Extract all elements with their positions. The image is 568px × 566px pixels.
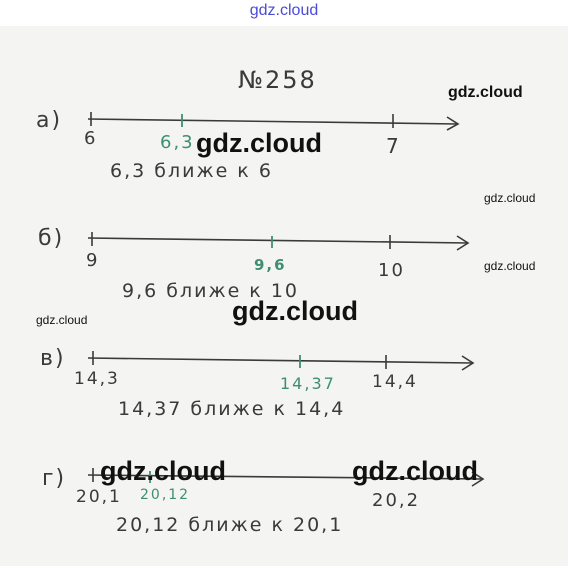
part-b-right-value: 10 (378, 260, 405, 281)
part-a-label: а) (36, 108, 63, 133)
part-b-point-value: 9,6 (254, 256, 287, 274)
watermark-1: gdz.cloud (196, 128, 322, 158)
arrow-g (471, 471, 485, 487)
part-v-answer: 14,37 ближе к 14,4 (118, 398, 346, 420)
part-a-answer: 6,3 ближе к 6 (110, 160, 273, 182)
arrow-a (446, 116, 460, 131)
part-v-left-value: 14,3 (74, 369, 120, 389)
part-g-right-value: 20,2 (372, 490, 421, 511)
axis-b (87, 237, 469, 244)
axis-g (87, 474, 484, 480)
watermark-2: gdz.cloud (448, 84, 523, 101)
part-g-answer: 20,12 ближе к 20,1 (116, 514, 344, 536)
part-v-right-value: 14,4 (372, 372, 418, 392)
part-g-point-value: 20,12 (140, 487, 191, 503)
site-header-link[interactable]: gdz.cloud (249, 2, 319, 19)
part-a-point-value: 6,3 (160, 132, 195, 153)
watermark-8: gdz.cloud (352, 456, 478, 486)
part-v-point-value: 14,37 (280, 374, 336, 393)
notebook-page (0, 26, 568, 566)
watermark-3: gdz.cloud (484, 191, 536, 205)
task-number: №258 (238, 66, 317, 94)
part-g-label: г) (42, 466, 67, 491)
watermark-4: gdz.cloud (484, 259, 536, 273)
arrow-v (461, 355, 475, 371)
arrow-b (456, 235, 470, 251)
part-b-label: б) (38, 226, 65, 251)
part-a-right-value: 7 (386, 134, 401, 158)
part-g-left-value: 20,1 (76, 487, 122, 507)
watermark-5: gdz.cloud (232, 296, 358, 326)
part-b-answer: 9,6 ближе к 10 (122, 280, 300, 302)
part-b-left-value: 9 (86, 250, 100, 271)
part-v-label: в) (40, 346, 66, 371)
watermark-7: gdz.cloud (100, 456, 226, 486)
part-a-left-value: 6 (84, 128, 98, 149)
axis-v (87, 357, 474, 364)
axis-a (87, 118, 459, 125)
watermark-6: gdz.cloud (36, 313, 88, 327)
